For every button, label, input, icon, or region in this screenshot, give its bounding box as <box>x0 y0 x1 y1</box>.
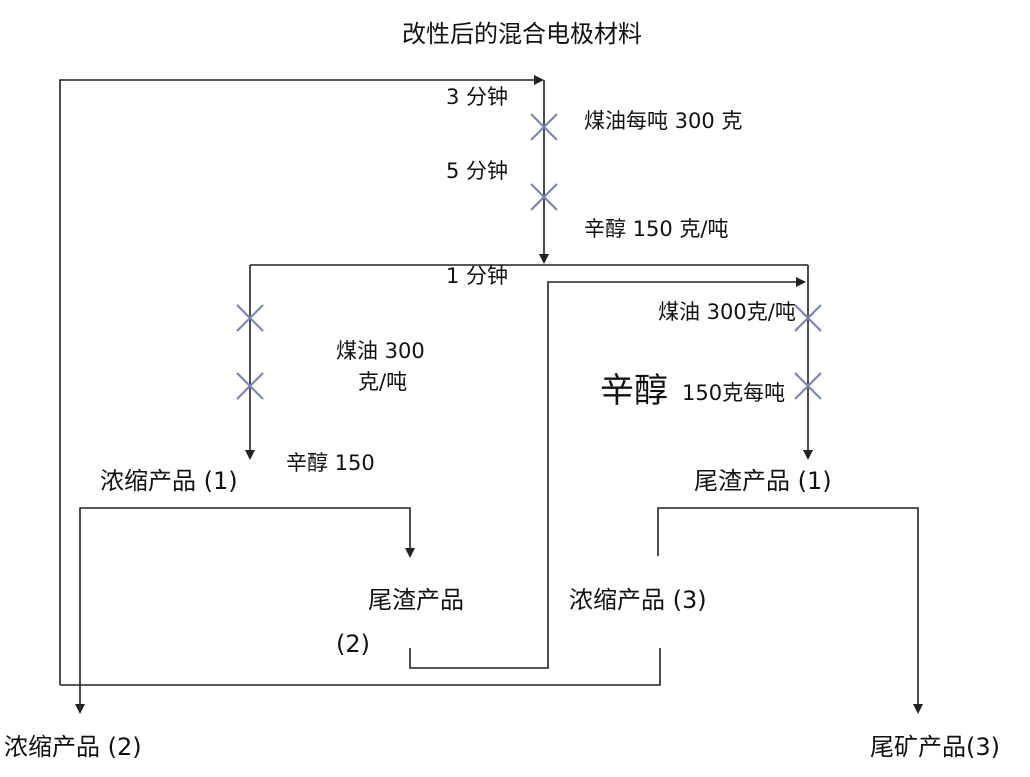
reagent-kerosene-left-2: 克/吨 <box>358 370 408 394</box>
recycle-return-line <box>59 75 544 685</box>
product-tailings-3: 尾矿产品(3) <box>870 733 1000 761</box>
reagent-octanol-left: 辛醇 150 <box>286 451 375 475</box>
reagent-cross-main-1 <box>530 113 558 141</box>
reagent-octanol-right-small: 150克每吨 <box>682 381 786 405</box>
reagent-cross-right-1 <box>794 304 822 332</box>
reagent-cross-right-2 <box>794 372 822 400</box>
reagent-kerosene-left-1: 煤油 300 <box>336 339 425 363</box>
tailings2-return-line <box>409 277 806 669</box>
product-concentrate-3: 浓缩产品 (3) <box>569 586 707 614</box>
product-concentrate-2: 浓缩产品 (2) <box>4 733 142 761</box>
product-tailings-2: 尾渣产品 <box>368 586 464 614</box>
reagent-kerosene-right: 煤油 300克/吨 <box>658 300 796 324</box>
tailings1-to-concentrate3-line <box>657 507 923 714</box>
reagent-cross-left-1 <box>236 304 264 332</box>
step-5-min: 5 分钟 <box>446 159 509 183</box>
product-tailings-2-number: (2) <box>336 630 370 658</box>
reagent-octanol-main: 辛醇 150 克/吨 <box>584 217 729 241</box>
reagent-cross-left-2 <box>236 372 264 400</box>
reagent-cross-main-2 <box>530 183 558 211</box>
concentrate3-merge-line <box>60 648 661 686</box>
product-tailings-1: 尾渣产品 (1) <box>694 467 832 495</box>
reagent-kerosene-main: 煤油每吨 300 克 <box>584 109 743 133</box>
step-1-min: 1 分钟 <box>446 264 509 288</box>
reagent-octanol-right-big: 辛醇 <box>600 371 668 411</box>
concentrate1-to-tailings2-line <box>79 507 415 685</box>
step-3-min: 3 分钟 <box>446 85 509 109</box>
diagram-title: 改性后的混合电极材料 <box>402 20 642 48</box>
product-concentrate-1: 浓缩产品 (1) <box>100 467 238 495</box>
